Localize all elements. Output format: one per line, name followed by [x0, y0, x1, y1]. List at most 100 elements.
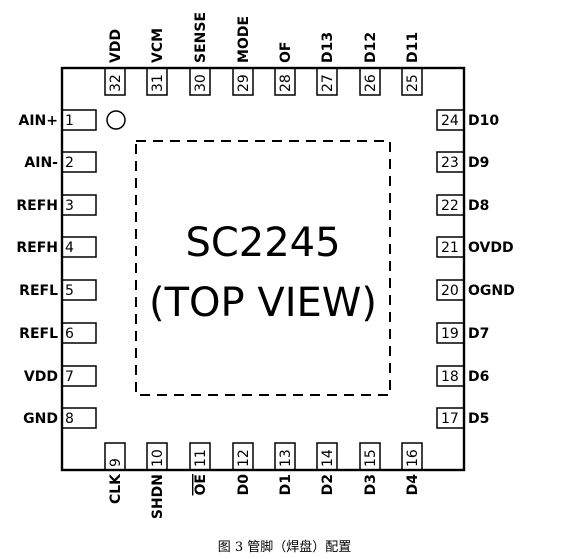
pin-label-17: D5: [468, 411, 489, 427]
pin-label-6: REFL: [19, 326, 58, 342]
pin-label-32: VDD: [108, 29, 124, 63]
pin-number-3: 3: [65, 198, 74, 214]
pin-pad-6: [61, 322, 97, 344]
pin-number-32: 32: [108, 74, 124, 92]
pin-pad-2: [61, 151, 97, 173]
pin-number-11: 11: [193, 449, 209, 467]
pin-number-16: 16: [405, 449, 421, 467]
package-outline: [60, 66, 466, 472]
pin-number-28: 28: [278, 74, 294, 92]
pin-pad-21: [436, 236, 465, 258]
pin-pad-29: [232, 67, 254, 96]
pin-pad-13: [274, 442, 296, 471]
pin-number-10: 10: [150, 449, 166, 467]
pin-label-24: D10: [468, 113, 499, 129]
pin-label-9: CLK: [108, 473, 124, 504]
pin-number-12: 12: [236, 449, 252, 467]
pin-number-1: 1: [65, 113, 74, 129]
pin-number-23: 23: [441, 155, 459, 171]
pin-pad-12: [232, 442, 254, 471]
pin-pad-20: [436, 279, 465, 301]
pin-pad-26: [359, 67, 381, 96]
pin-pad-3: [61, 194, 97, 216]
pin-pad-27: [316, 67, 338, 96]
pin-label-7: VDD: [24, 369, 58, 385]
pin-label-10: SHDN: [150, 474, 166, 519]
pin-number-14: 14: [320, 449, 336, 467]
pin-pad-31: [146, 67, 168, 96]
pin-pad-19: [436, 322, 465, 344]
pin-number-21: 21: [441, 240, 459, 256]
pin-pad-15: [359, 442, 381, 471]
pin-number-26: 26: [363, 74, 379, 92]
pin-pad-24: [436, 109, 465, 131]
pin-number-22: 22: [441, 198, 459, 214]
pin-pad-10: [146, 442, 168, 471]
pin-number-8: 8: [65, 411, 74, 427]
pin-pad-14: [316, 442, 338, 471]
chip-name: SC2245: [185, 220, 340, 266]
pin-number-2: 2: [65, 155, 74, 171]
pin-pad-16: [401, 442, 423, 471]
pin-number-9: 9: [108, 458, 124, 467]
pin-number-29: 29: [236, 74, 252, 92]
pin-number-19: 19: [441, 326, 459, 342]
pin-pad-17: [436, 407, 465, 429]
pin-number-24: 24: [441, 113, 459, 129]
pin-label-18: D6: [468, 369, 489, 385]
pin-label-20: OGND: [468, 283, 515, 299]
pin-number-18: 18: [441, 369, 459, 385]
pin-label-23: D9: [468, 155, 489, 171]
pin-pad-23: [436, 151, 465, 173]
pin-number-17: 17: [441, 411, 459, 427]
pin-pad-7: [61, 365, 97, 387]
pin-label-8: GND: [23, 411, 58, 427]
pin-label-4: REFH: [16, 240, 58, 256]
pin-label-27: D13: [320, 32, 336, 63]
pin-label-13: D1: [278, 474, 294, 495]
pin-label-29: MODE: [236, 16, 252, 63]
pin-pad-1: [61, 109, 97, 131]
pin1-marker: [106, 110, 126, 130]
pin-label-22: D8: [468, 198, 489, 214]
pin-label-5: REFL: [19, 283, 58, 299]
pin-label-25: D11: [405, 32, 421, 63]
pin-number-13: 13: [278, 449, 294, 467]
pin-label-19: D7: [468, 326, 489, 342]
pin-number-15: 15: [363, 449, 379, 467]
pin-number-5: 5: [65, 283, 74, 299]
pin-number-7: 7: [65, 369, 74, 385]
chip-view: (TOP VIEW): [149, 280, 377, 326]
pin-label-1: AIN+: [19, 113, 59, 129]
exposed-pad: [135, 140, 391, 396]
pin-pad-9: [104, 442, 126, 471]
pin-label-31: VCM: [150, 28, 166, 63]
pin-label-3: REFH: [16, 198, 58, 214]
pin-label-11: OE: [193, 474, 209, 495]
pin-pad-5: [61, 279, 97, 301]
pin-label-21: OVDD: [468, 240, 514, 256]
pin-pad-4: [61, 236, 97, 258]
pin-number-30: 30: [193, 74, 209, 92]
pin-pad-30: [189, 67, 211, 96]
pin-pad-8: [61, 407, 97, 429]
pin-number-25: 25: [405, 74, 421, 92]
pin-label-15: D3: [363, 474, 379, 495]
pin-pad-11: [189, 442, 211, 471]
pin-pad-32: [104, 67, 126, 96]
pin-label-30: SENSE: [193, 12, 209, 63]
pin-label-14: D2: [320, 474, 336, 495]
pin-pad-22: [436, 194, 465, 216]
pin-pad-18: [436, 365, 465, 387]
pin-label-2: AIN-: [24, 155, 58, 171]
pin-number-6: 6: [65, 326, 74, 342]
pin-pad-28: [274, 67, 296, 96]
pin-number-4: 4: [65, 240, 74, 256]
figure-caption: 图 3 管脚（焊盘）配置: [217, 540, 352, 555]
pin-label-16: D4: [405, 474, 421, 496]
pin-number-27: 27: [320, 74, 336, 92]
pin-number-20: 20: [441, 283, 459, 299]
pin-number-31: 31: [150, 74, 166, 92]
